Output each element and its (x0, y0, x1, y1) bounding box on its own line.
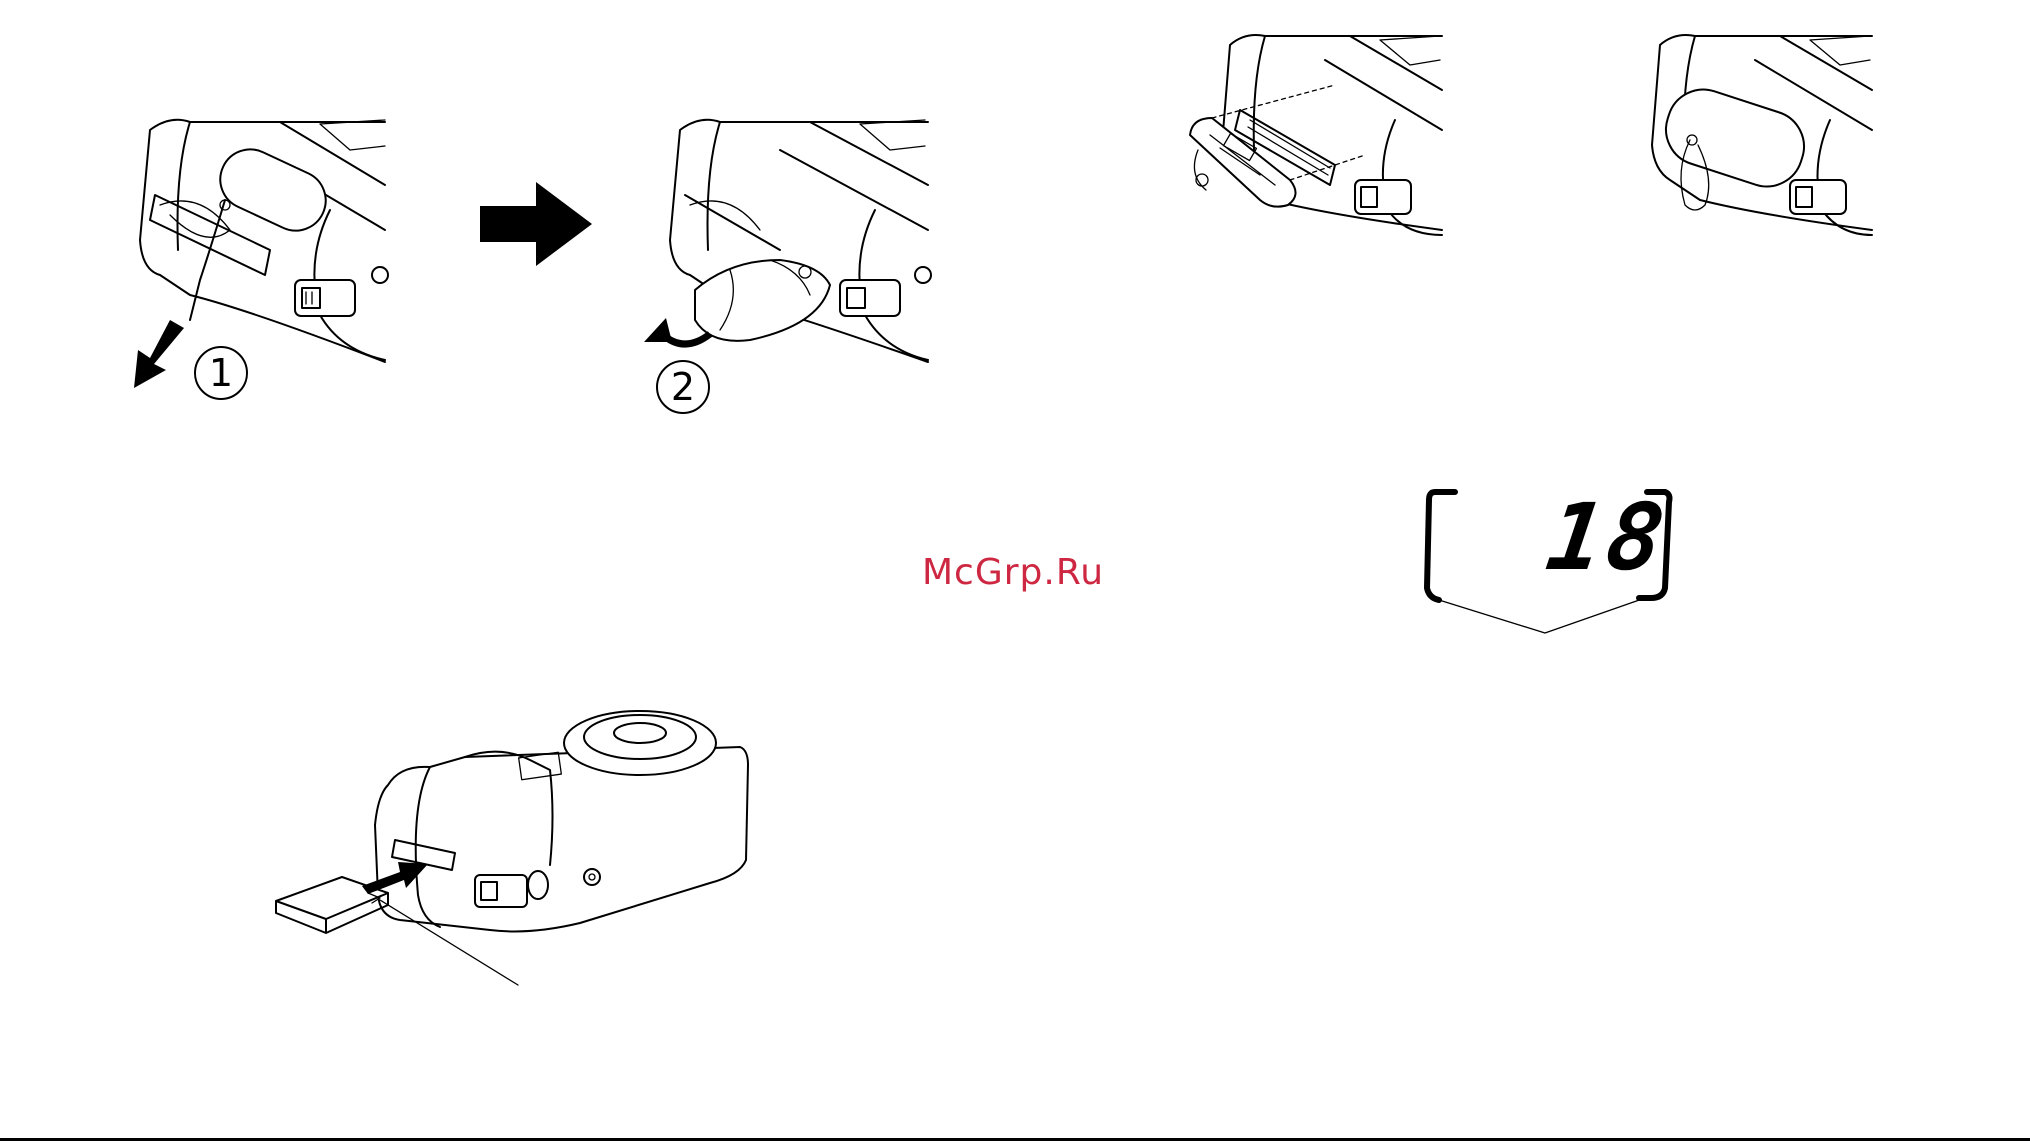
down-left-arrow-icon (130, 320, 190, 390)
camera-illustration-card-insert (270, 705, 750, 995)
curved-arrow-icon (644, 312, 714, 352)
bottom-rule (0, 1138, 2030, 1141)
frame-count-display: 18 (1541, 490, 1674, 586)
step-number-1: 1 (194, 346, 248, 400)
right-arrow-icon (480, 182, 592, 266)
camera-illustration-cover-open (1180, 30, 1450, 260)
step-number-2: 2 (656, 360, 710, 414)
camera-illustration-cover-closed (1640, 30, 1880, 260)
insert-arrow-icon (362, 854, 428, 894)
watermark-text: McGrp.Ru (922, 552, 1104, 593)
camera-illustration-step2 (660, 110, 940, 410)
